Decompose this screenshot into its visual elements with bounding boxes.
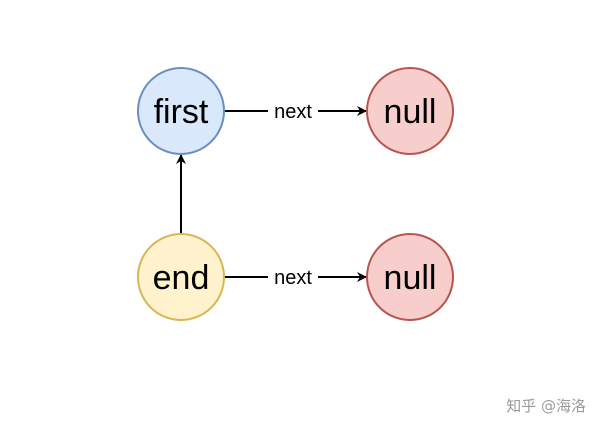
node-first: first (137, 67, 225, 155)
node-null-bottom: null (366, 233, 454, 321)
node-end-circle (137, 233, 225, 321)
node-null-bottom-label: null (384, 259, 437, 297)
edge-first-to-null-label: next (274, 101, 312, 123)
node-null-top: null (366, 67, 454, 155)
node-null-bottom-circle (366, 233, 454, 321)
node-first-label: first (154, 93, 209, 131)
node-end: end (137, 233, 225, 321)
watermark: 知乎 @海洛 (506, 397, 586, 415)
edge-end-to-null: next (224, 265, 367, 289)
node-first-circle (137, 67, 225, 155)
edge-end-to-null-label-bg (268, 265, 318, 289)
node-null-top-circle (366, 67, 454, 155)
edge-first-to-null-label-bg (268, 99, 318, 123)
node-end-label: end (153, 259, 210, 297)
edge-end-to-null-label: next (274, 267, 312, 289)
node-null-top-label: null (384, 93, 437, 131)
edge-first-to-null: next (224, 99, 367, 123)
